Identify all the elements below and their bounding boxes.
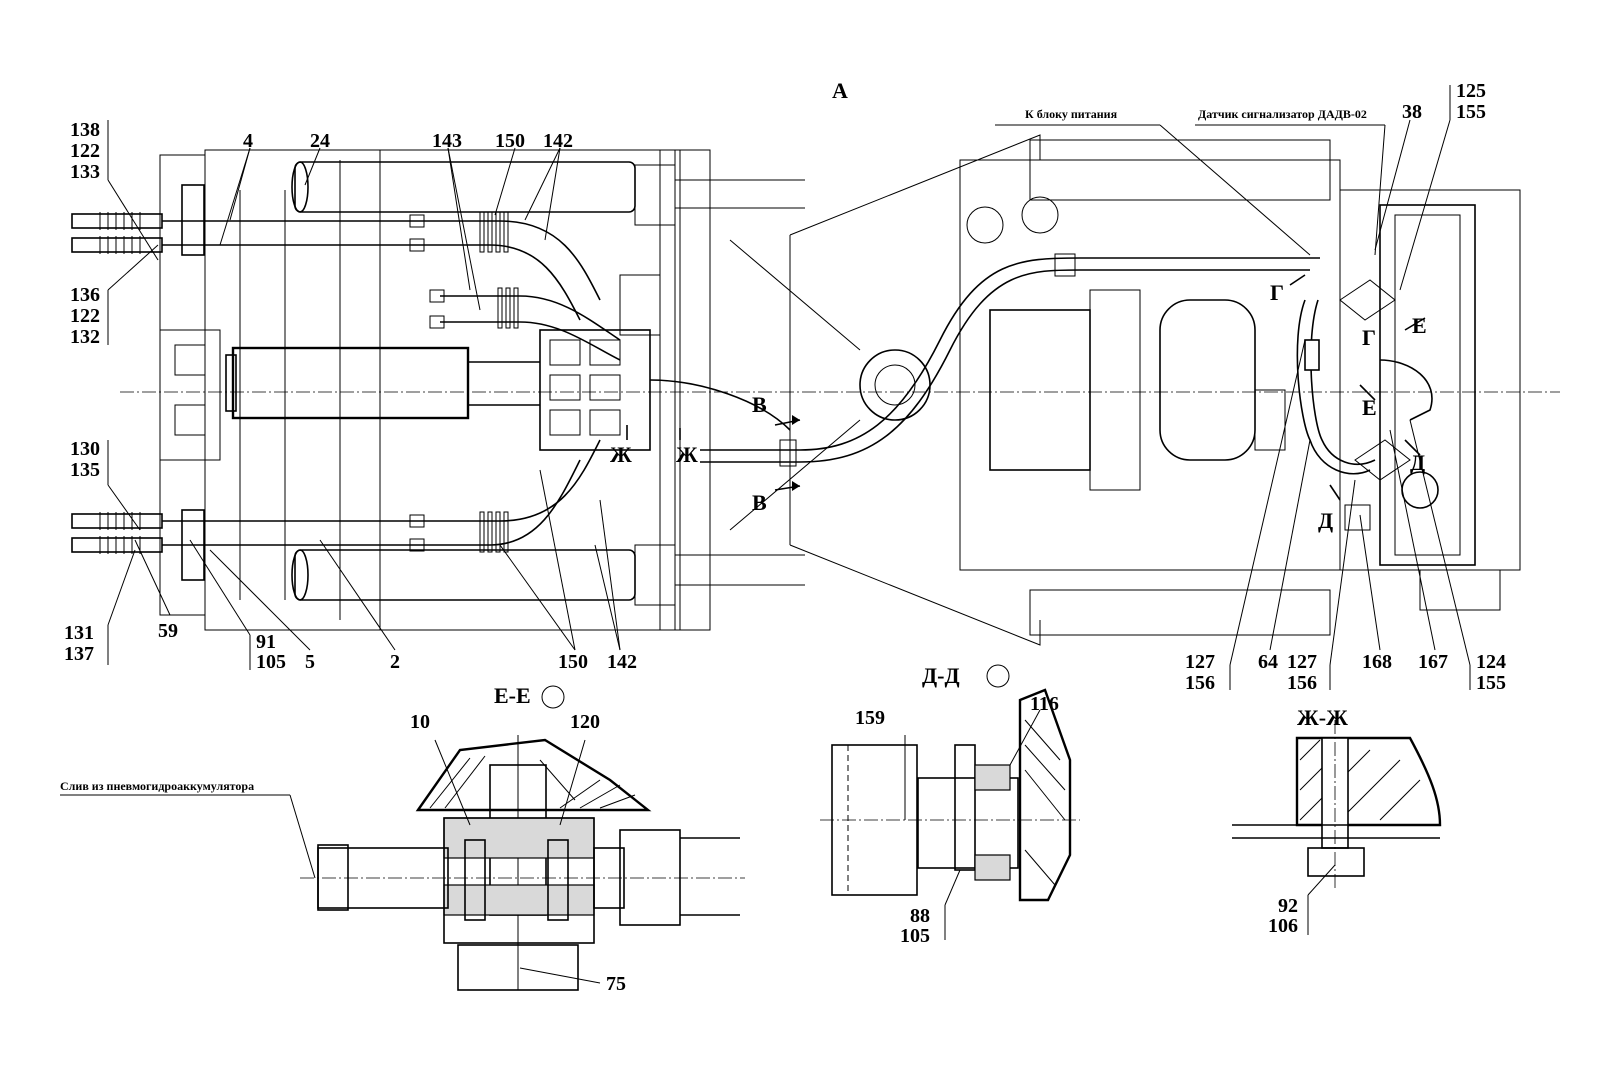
callout-4: 4 xyxy=(243,130,253,152)
hoses-left xyxy=(360,211,621,553)
marker-d-right: Д xyxy=(1410,450,1425,475)
note-sensor: Датчик сигнализатор ДАДВ-02 xyxy=(1198,107,1367,121)
callout-142b: 142 xyxy=(607,651,637,673)
callout-122a: 122 xyxy=(70,140,100,162)
callout-120: 120 xyxy=(570,711,600,733)
section-e-e xyxy=(60,685,745,991)
callout-156a: 156 xyxy=(1185,672,1215,694)
marker-g-right: Г xyxy=(1362,325,1376,350)
pump-unit xyxy=(959,139,1341,636)
section-arrows xyxy=(626,274,1426,501)
quick-couplings xyxy=(71,212,360,554)
callout-150b: 150 xyxy=(558,651,588,673)
marker-zh-right: Ж xyxy=(676,442,698,467)
callout-105b: 105 xyxy=(900,925,930,947)
callout-150a: 150 xyxy=(495,130,525,152)
note-power-unit: К блоку питания xyxy=(1025,107,1118,121)
marker-v-bottom: В xyxy=(752,490,767,515)
callout-38: 38 xyxy=(1402,101,1422,123)
labels: А К блоку питания Датчик сигнализатор ДА… xyxy=(60,78,1506,995)
callout-125: 125 xyxy=(1456,80,1486,102)
section-title-d-d: Д-Д xyxy=(922,663,960,688)
callout-155b: 155 xyxy=(1476,672,1506,694)
callout-92: 92 xyxy=(1278,895,1298,917)
callout-116: 116 xyxy=(1030,693,1059,715)
callout-124: 124 xyxy=(1476,651,1506,673)
callout-105a: 105 xyxy=(256,651,286,673)
callout-88: 88 xyxy=(910,905,930,927)
callout-59: 59 xyxy=(158,620,178,642)
callout-159: 159 xyxy=(855,707,885,729)
callout-122b: 122 xyxy=(70,305,100,327)
callout-133: 133 xyxy=(70,161,100,183)
section-zh-zh xyxy=(1232,720,1442,935)
callout-127b: 127 xyxy=(1287,651,1317,673)
callout-10: 10 xyxy=(410,711,430,733)
callout-75: 75 xyxy=(606,973,626,995)
distributor-block xyxy=(539,149,711,631)
hoses-right xyxy=(649,253,1320,467)
callout-5: 5 xyxy=(305,651,315,673)
callout-155a: 155 xyxy=(1456,101,1486,123)
marker-g-left: Г xyxy=(1270,280,1284,305)
callout-131: 131 xyxy=(64,622,94,644)
note-drain: Слив из пневмогидроаккумулятора xyxy=(60,779,254,793)
callout-167: 167 xyxy=(1418,651,1448,673)
section-title-e-e: Е-Е xyxy=(494,683,531,708)
upper-cylinder xyxy=(291,161,805,226)
view-label: А xyxy=(832,78,848,103)
section-d-d xyxy=(820,664,1080,940)
drawbar xyxy=(729,134,1041,646)
callout-138: 138 xyxy=(70,119,100,141)
callout-91: 91 xyxy=(256,631,276,653)
marker-zh-left: Ж xyxy=(610,442,632,467)
marker-e-mid: Е xyxy=(1362,395,1377,420)
leader-lines xyxy=(107,85,1471,690)
callout-156b: 156 xyxy=(1287,672,1317,694)
marker-d-left: Д xyxy=(1318,508,1333,533)
callout-142a: 142 xyxy=(543,130,573,152)
marker-e-top: Е xyxy=(1412,313,1427,338)
accumulator-cylinder xyxy=(225,346,540,420)
spiral-guard xyxy=(479,211,519,553)
callout-24: 24 xyxy=(310,130,330,152)
callout-137: 137 xyxy=(64,643,94,665)
right-frame xyxy=(1296,189,1521,611)
callout-136: 136 xyxy=(70,284,100,306)
callout-132: 132 xyxy=(70,326,100,348)
lower-cylinder xyxy=(291,544,805,606)
marker-v-top: В xyxy=(752,392,767,417)
callout-2: 2 xyxy=(390,651,400,673)
callout-135: 135 xyxy=(70,459,100,481)
callout-127a: 127 xyxy=(1185,651,1215,673)
main-view xyxy=(71,85,1560,690)
section-title-zh-zh: Ж-Ж xyxy=(1297,705,1348,730)
callout-106: 106 xyxy=(1268,915,1298,937)
callout-64: 64 xyxy=(1258,651,1278,673)
callout-168: 168 xyxy=(1362,651,1392,673)
callout-143: 143 xyxy=(432,130,462,152)
callout-130: 130 xyxy=(70,438,100,460)
